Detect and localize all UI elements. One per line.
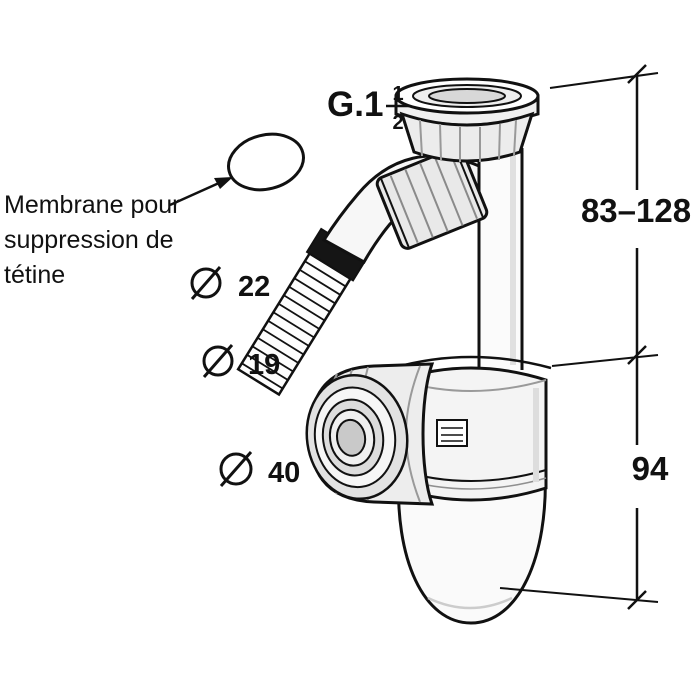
- inlet-nut: [305, 362, 435, 506]
- dimension-label-trap-height: 94: [632, 450, 669, 487]
- leader-line-middle: [551, 354, 659, 367]
- tick-mark: [627, 345, 647, 365]
- diameter-icon: [190, 266, 222, 300]
- hose-ribs: [241, 260, 347, 390]
- diameter-callout-19: 19: [202, 344, 280, 381]
- thread-size-prefix: G.1: [327, 85, 383, 124]
- leader-line-top: [549, 72, 659, 89]
- elbow-nut: [375, 146, 489, 250]
- membrane-note: Membrane pour suppression de tétine: [4, 191, 180, 289]
- diameter-icon: [219, 451, 253, 487]
- diameter-value: 19: [248, 349, 280, 381]
- diameter-callout-22: 22: [190, 266, 270, 303]
- diameter-value: 22: [238, 271, 270, 303]
- leader-line-bottom: [499, 587, 659, 603]
- dimension-label-height-range: 83–128: [581, 192, 691, 229]
- membrane-arrow-icon: [169, 177, 233, 207]
- membrane-note-line-2: suppression de: [4, 226, 174, 254]
- corrugated-hose: [236, 227, 369, 397]
- thread-size-label: G.1 1 2: [327, 83, 410, 134]
- tick-mark: [627, 64, 647, 84]
- diameter-icon: [202, 344, 234, 378]
- vertical-tube: [477, 148, 524, 370]
- dimension-lines: [499, 64, 659, 610]
- body-clip-detail: [436, 419, 468, 447]
- diameter-value: 40: [268, 457, 300, 489]
- top-slip-nut: [394, 77, 540, 163]
- inlet-opening-rings: [305, 373, 409, 501]
- fraction-numerator: 1: [392, 83, 403, 105]
- membrane-note-line-1: Membrane pour: [4, 191, 180, 219]
- nut-knurling: [419, 119, 517, 162]
- fraction-denominator: 2: [392, 112, 403, 134]
- membrane-oval: [227, 132, 305, 192]
- membrane-note-line-3: tétine: [4, 261, 65, 289]
- diameter-callout-40: 40: [219, 451, 300, 489]
